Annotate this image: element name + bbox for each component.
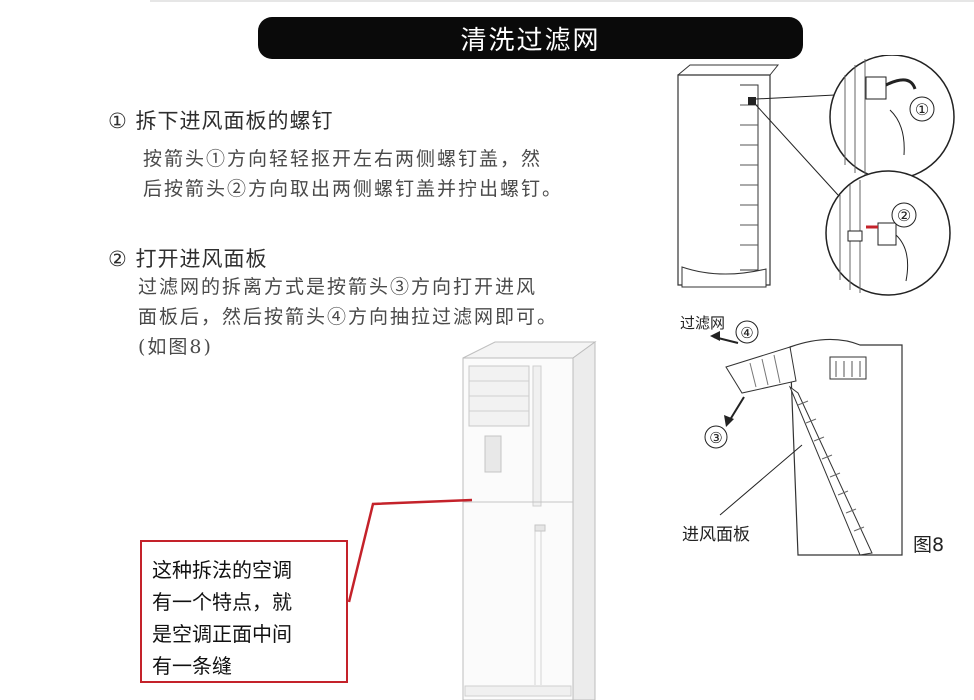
filter-label: 过滤网: [680, 314, 726, 332]
step2-text: 过滤网的拆离方式是按箭头③方向打开进风 面板后，然后按箭头④方向抽拉过滤网即可。…: [138, 272, 558, 362]
marker-3: ③: [709, 429, 722, 447]
panel-label: 进风面板: [682, 525, 750, 545]
filter-removal-diagram: ④ ③: [704, 320, 903, 556]
ac-unit-illustration: [462, 341, 597, 700]
step2-line: 面板后，然后按箭头④方向抽拉过滤网即可。: [138, 306, 559, 328]
callout-line: 有一个特点，就: [152, 590, 292, 614]
callout-line: 有一条缝: [152, 654, 232, 678]
callout-leader-line: [347, 498, 473, 603]
step2-heading: ② 打开进风面板: [108, 247, 268, 271]
marker-4: ④: [740, 324, 753, 342]
page-title: 清洗过滤网: [460, 25, 601, 56]
callout-line: 这种拆法的空调: [152, 558, 292, 582]
step1-line: 按箭头①方向轻轻抠开左右两侧螺钉盖，然: [143, 148, 543, 170]
top-rule: [150, 0, 974, 2]
step1-text: 按箭头①方向轻轻抠开左右两侧螺钉盖，然 后按箭头②方向取出两侧螺钉盖并拧出螺钉。: [143, 144, 563, 204]
figure-caption: 图8: [913, 534, 945, 556]
step2-line: 过滤网的拆离方式是按箭头③方向打开进风: [138, 276, 538, 298]
step1-heading: ① 拆下进风面板的螺钉: [108, 109, 334, 133]
marker-1: ①: [915, 100, 929, 119]
callout-box: 这种拆法的空调 有一个特点，就 是空调正面中间 有一条缝: [140, 540, 348, 683]
callout-line: 是空调正面中间: [152, 622, 292, 646]
screw-removal-diagram: ① ②: [677, 55, 955, 296]
marker-2: ②: [897, 206, 911, 225]
step2-line: (如图8): [138, 336, 213, 358]
title-banner: 清洗过滤网: [258, 17, 803, 59]
step1-line: 后按箭头②方向取出两侧螺钉盖并拧出螺钉。: [143, 178, 564, 200]
